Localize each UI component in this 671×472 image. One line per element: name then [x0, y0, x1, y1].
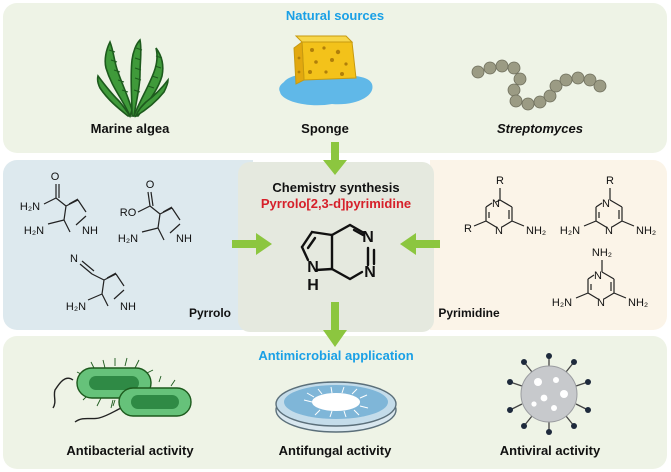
p2-n-a: N: [602, 198, 610, 210]
s1-oxygen: O: [51, 171, 60, 183]
s3-nh: NH: [120, 301, 136, 313]
p3-nh2-top: NH₂: [592, 247, 612, 259]
p2-nh2-left: H₂N: [560, 225, 580, 237]
p3-n-b: N: [597, 297, 605, 309]
p1-r-top: R: [496, 175, 504, 187]
ring-n-top: N: [362, 229, 374, 246]
s2-amine: H₂N: [118, 233, 138, 245]
p2-n-b: N: [605, 225, 613, 237]
compound-name: Pyrrolo[2,3-d]pyrimidine: [260, 196, 412, 211]
antiviral-activity-label: Antiviral activity: [499, 443, 601, 458]
arrow-down-icon: [323, 302, 347, 347]
pyrimidine-panel: [430, 160, 667, 330]
p1-n-b: N: [495, 225, 503, 237]
marine-algae-icon: [96, 38, 169, 119]
antibacterial-activity-label: Antibacterial activity: [66, 443, 194, 458]
p2-nh2-right: NH₂: [636, 225, 656, 237]
pyrimidine-label: Pyrimidine: [438, 306, 500, 320]
s1-amide: H₂N: [20, 201, 40, 213]
s2-oxygen: O: [146, 179, 155, 191]
pyrrolo-label: Pyrrolo: [188, 306, 231, 320]
ring-nh-h: H: [307, 277, 319, 294]
arrow-down-icon: [323, 142, 347, 175]
streptomyces-icon: [471, 59, 607, 111]
arrow-left-icon: [400, 233, 440, 255]
s2-ro: RO: [120, 207, 137, 219]
pyrimidine-structures: R N N R NH₂ R N N H₂N NH₂ NH₂ N N H₂N NH…: [464, 175, 656, 309]
natural-sources-title: Natural sources: [285, 8, 385, 23]
pyrrolo-panel: [3, 160, 253, 330]
pyrrolopyrimidine-structure: N N N H: [300, 223, 376, 294]
s3-nitrile-n: N: [70, 253, 78, 265]
streptomyces-label: Streptomyces: [497, 121, 583, 136]
antimicrobial-application-title: Antimicrobial application: [258, 348, 414, 363]
petri-dish-icon: [275, 381, 397, 433]
ring-n-bottom: N: [364, 264, 376, 281]
marine-algea-label: Marine algea: [90, 121, 170, 136]
chemistry-synthesis-title: Chemistry synthesis: [272, 180, 400, 195]
p1-nh2: NH₂: [526, 225, 546, 237]
p1-r-left: R: [464, 223, 472, 235]
p3-nh2-left: H₂N: [552, 297, 572, 309]
p2-r-top: R: [606, 175, 614, 187]
virus-icon: [507, 353, 591, 435]
ring-nh-n: N: [307, 259, 319, 276]
p1-n-a: N: [492, 198, 500, 210]
p3-n-a: N: [594, 270, 602, 282]
antifungal-activity-label: Antifungal activity: [278, 443, 392, 458]
sponge-label: Sponge: [301, 121, 349, 136]
pyrrolo-structures: O H₂N H₂N NH O RO H₂N NH N H₂N NH: [20, 171, 192, 313]
s3-amine: H₂N: [66, 301, 86, 313]
sponge-icon: [279, 35, 373, 106]
p3-nh2-right: NH₂: [628, 297, 648, 309]
bacteria-icon: [52, 357, 192, 423]
arrow-right-icon: [232, 233, 272, 255]
s1-amine: H₂N: [24, 225, 44, 237]
s2-nh: NH: [176, 233, 192, 245]
s1-nh: NH: [82, 225, 98, 237]
